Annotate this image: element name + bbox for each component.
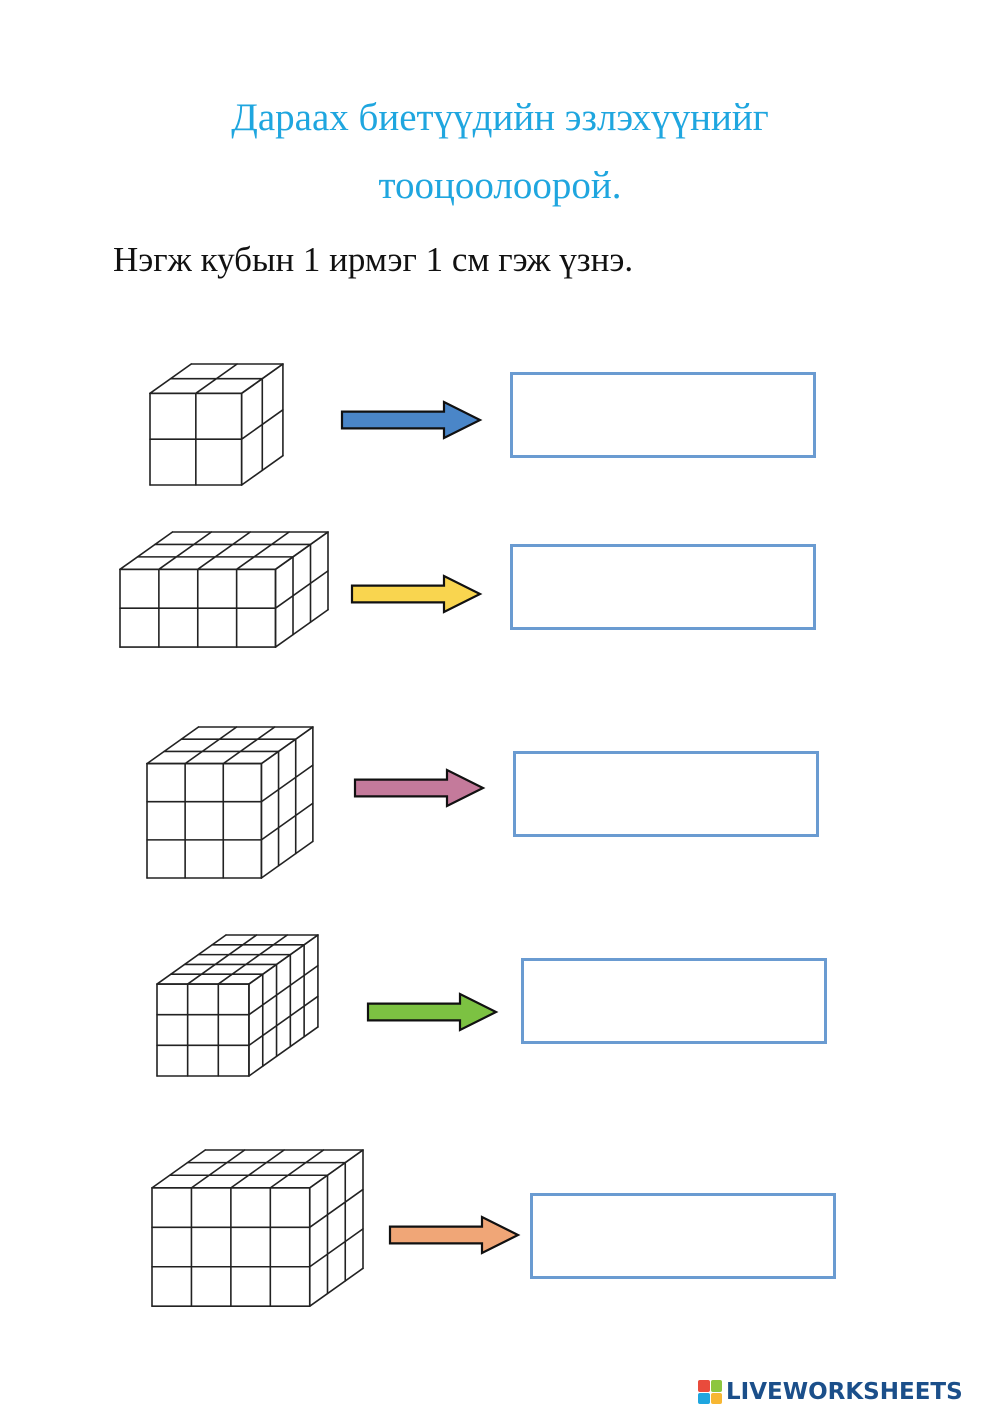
answer-box-5[interactable] <box>530 1193 836 1279</box>
cube-stack-2 <box>119 531 329 648</box>
footer-brand: LIVEWORKSHEETS <box>698 1380 963 1404</box>
cube-stack-4 <box>156 934 319 1077</box>
arrow-icon-4 <box>366 992 499 1032</box>
answer-box-1[interactable] <box>510 372 816 458</box>
brand-name: LIVEWORKSHEETS <box>726 1378 963 1405</box>
arrow-icon-1 <box>340 400 483 440</box>
arrow-icon-2 <box>350 574 483 614</box>
arrow-icon-5 <box>388 1215 521 1255</box>
answer-box-2[interactable] <box>510 544 816 630</box>
answer-box-3[interactable] <box>513 751 819 837</box>
cube-stack-5 <box>151 1149 364 1307</box>
arrow-icon-3 <box>353 768 486 808</box>
worksheet-title-line2: тооцоолоорой. <box>378 164 622 207</box>
instruction-text: Нэгж кубын 1 ирмэг 1 см гэж үзнэ. <box>113 240 634 279</box>
cube-stack-3 <box>146 726 314 879</box>
worksheet-title-line1: Дараах биетүүдийн эзлэхүүнийг <box>231 96 769 139</box>
answer-box-4[interactable] <box>521 958 827 1044</box>
cube-stack-1 <box>149 363 284 486</box>
liveworksheets-logo-icon <box>698 1380 722 1404</box>
